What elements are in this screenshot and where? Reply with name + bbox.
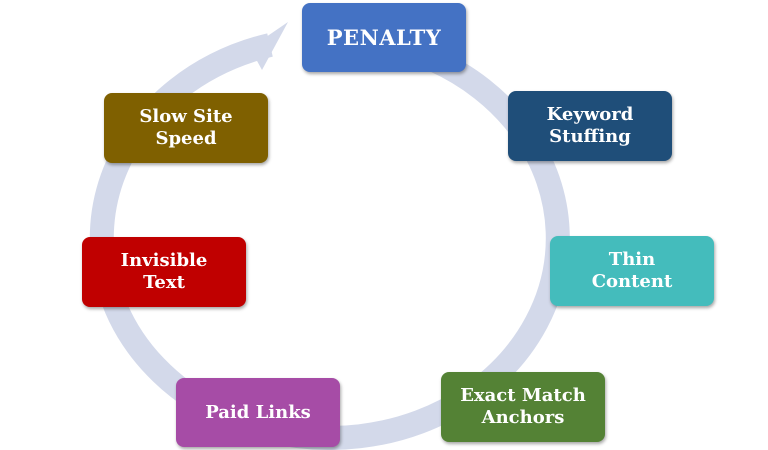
node-exact-match-anchors-line-1: Exact Match [460,385,586,407]
node-keyword-stuffing-line-1: Keyword [546,104,634,126]
node-exact-match-anchors: Exact Match Anchors [441,372,605,442]
node-paid-links-line-1: Paid Links [205,401,311,423]
node-penalty: PENALTY [302,3,466,72]
node-thin-content-line-1: Thin [608,249,656,271]
node-keyword-stuffing: Keyword Stuffing [508,91,672,161]
node-slow-site-speed-line-1: Slow Site [139,106,233,128]
node-thin-content-line-2: Content [591,271,673,292]
node-slow-site-speed-line-2: Speed [155,128,217,149]
node-exact-match-anchors-line-2: Anchors [481,407,565,428]
node-invisible-text-line-1: Invisible [120,250,208,272]
node-paid-links: Paid Links [176,378,340,447]
node-keyword-stuffing-line-2: Stuffing [549,126,631,147]
cycle-arrow-head-icon [250,22,288,70]
node-invisible-text: Invisible Text [82,237,246,307]
node-invisible-text-line-2: Text [143,272,185,293]
node-slow-site-speed: Slow Site Speed [104,93,268,163]
node-thin-content: Thin Content [550,236,714,306]
node-penalty-line-1: PENALTY [326,24,442,50]
